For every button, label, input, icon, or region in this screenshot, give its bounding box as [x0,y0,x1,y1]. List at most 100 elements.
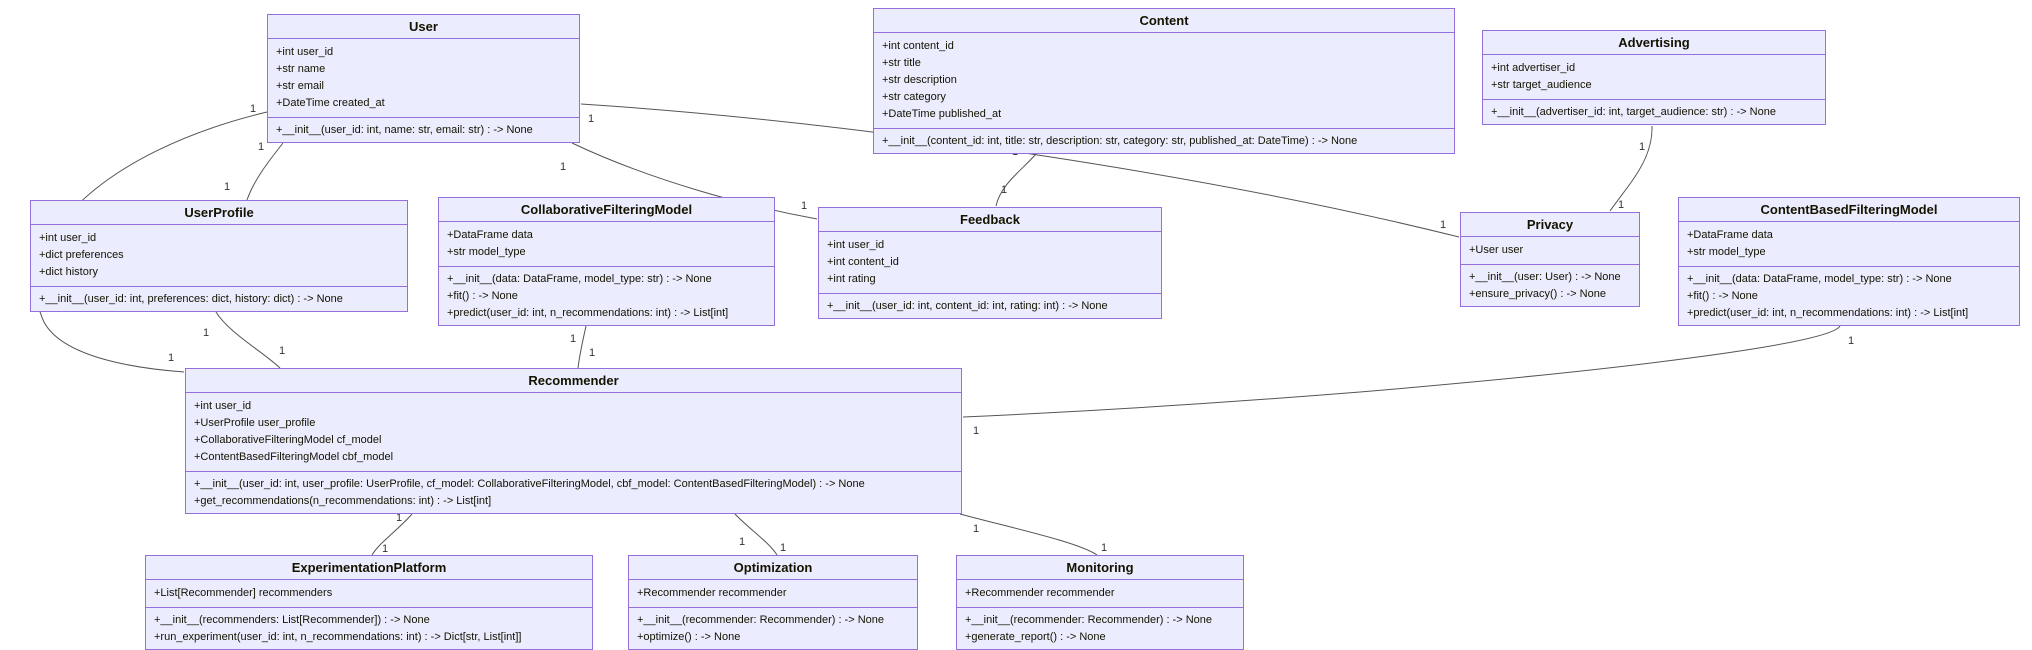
class-CollaborativeFilteringModel: CollaborativeFilteringModel+DataFrame da… [438,197,775,326]
class-title: Recommender [186,369,961,393]
relation-User-Feedback [571,142,818,220]
relation-UserProfile-Recommender [215,311,281,369]
class-title: Content [874,9,1454,33]
multiplicity-label: 1 [396,512,402,524]
class-methods: +__init__(advertiser_id: int, target_aud… [1483,99,1825,124]
class-attribute: +List[Recommender] recommenders [154,587,333,599]
multiplicity-label: 1 [1639,141,1645,153]
class-attribute: +dict preferences [39,249,124,261]
class-attribute: +Recommender recommender [965,587,1115,599]
class-method: +__init__(user: User) : -> None [1469,271,1621,283]
multiplicity-label: 1 [258,141,264,153]
class-methods: +__init__(user_id: int, name: str, email… [268,117,579,142]
class-attribute: +str title [882,57,921,69]
class-attributes: +int content_id+str title+str descriptio… [874,33,1454,128]
multiplicity-label: 1 [1101,542,1107,554]
class-attribute: +CollaborativeFilteringModel cf_model [194,434,382,446]
class-Monitoring: Monitoring+Recommender recommender+__ini… [956,555,1244,650]
class-method: +ensure_privacy() : -> None [1469,288,1606,300]
class-method: +predict(user_id: int, n_recommendations… [1687,307,1969,319]
class-title: ExperimentationPlatform [146,556,592,580]
class-method: +fit() : -> None [1687,290,1758,302]
class-attributes: +User user [1461,237,1639,264]
class-method: +generate_report() : -> None [965,631,1106,643]
class-method: +__init__(content_id: int, title: str, d… [882,135,1358,147]
class-title: User [268,15,579,39]
class-method: +__init__(user_id: int, content_id: int,… [827,300,1108,312]
class-ExperimentationPlatform: ExperimentationPlatform +List[Recommender… [145,555,593,650]
class-UserProfile: UserProfile+int user_id+dict preferences… [30,200,408,312]
relation-ContentBasedFilteringModel-Recommender [962,325,1841,418]
class-Recommender: Recommender +int user_id +UserProfile user… [185,368,962,514]
class-methods: +__init__(user: User) : -> None +ensure_p… [1461,264,1639,306]
relation-Recommender-Optimization [734,513,778,556]
multiplicity-label: 1 [1848,335,1854,347]
class-Optimization: Optimization +Recommender recommender +__i… [628,555,918,650]
class-method: +optimize() : -> None [637,631,741,643]
multiplicity-label: 1 [1618,199,1624,211]
class-attribute: +str target_audience [1491,79,1592,91]
class-methods: +__init__(recommenders: List[Recommender… [146,607,592,649]
class-method: +get_recommendations(n_recommendations: … [194,495,492,507]
relation-Recommender-ExperimentationPlatform [371,513,413,556]
class-attribute: +dict history [39,266,98,278]
multiplicity-label: 1 [279,345,285,357]
class-method: +fit() : -> None [447,290,518,302]
class-attributes: +int user_id+str name+str email+DateTime… [268,39,579,117]
class-attribute: +int user_id [194,400,252,412]
class-attribute: +str description [882,74,957,86]
class-methods: +__init__(user_id: int, preferences: dic… [31,286,407,311]
multiplicity-label: 1 [588,113,594,125]
multiplicity-label: 1 [250,103,256,115]
multiplicity-label: 1 [801,200,807,212]
multiplicity-label: 1 [780,542,786,554]
class-attributes: +DataFrame data +str model_type [1679,222,2019,266]
class-methods: +__init__(recommender: Recommender) : ->… [957,607,1243,649]
class-title: ContentBasedFilteringModel [1679,198,2019,222]
class-attribute: +int user_id [827,239,885,251]
class-title: UserProfile [31,201,407,225]
class-attribute: +Recommender recommender [637,587,787,599]
class-Content: Content+int content_id+str title+str des… [873,8,1455,154]
class-attribute: +str email [276,80,324,92]
class-methods: +__init__(data: DataFrame, model_type: s… [439,266,774,325]
class-title: Feedback [819,208,1161,232]
class-attribute: +ContentBasedFilteringModel cbf_model [194,451,394,463]
class-methods: +__init__(recommender: Recommender) : ->… [629,607,917,649]
class-method: +__init__(recommenders: List[Recommender… [154,614,430,626]
relation-Advertising-Privacy [1609,125,1653,212]
multiplicity-label: 1 [1440,219,1446,231]
multiplicity-label: 1 [382,543,388,555]
class-attribute: +UserProfile user_profile [194,417,316,429]
class-Privacy: Privacy+User user+__init__(user: User) :… [1460,212,1640,307]
class-method: +predict(user_id: int, n_recommendations… [447,307,729,319]
multiplicity-label: 1 [560,161,566,173]
multiplicity-label: 1 [168,352,174,364]
class-attributes: +int user_id+int content_id+int rating [819,232,1161,293]
class-methods: +__init__(user_id: int, user_profile: Us… [186,471,961,513]
class-attribute: +str model_type [1687,246,1766,258]
class-attribute: +int advertiser_id [1491,62,1576,74]
relation-CollaborativeFilteringModel-Recommender [577,325,587,369]
multiplicity-label: 1 [973,425,979,437]
relation-User-UserProfile [246,142,284,201]
multiplicity-label: 1 [203,327,209,339]
relation-User-Privacy [580,103,1460,238]
class-method: +run_experiment(user_id: int, n_recommen… [154,631,522,643]
class-attribute: +DataFrame data [447,229,533,241]
class-attributes: +Recommender recommender [957,580,1243,607]
class-attribute: +DataFrame data [1687,229,1773,241]
class-method: +__init__(data: DataFrame, model_type: s… [1687,273,1952,285]
class-method: +__init__(user_id: int, name: str, email… [276,124,533,136]
multiplicity-label: 1 [570,333,576,345]
class-title: Privacy [1461,213,1639,237]
class-method: +__init__(advertiser_id: int, target_aud… [1491,106,1776,118]
multiplicity-label: 1 [224,181,230,193]
multiplicity-label: 1 [739,536,745,548]
class-attributes: +List[Recommender] recommenders [146,580,592,607]
class-title: Optimization [629,556,917,580]
class-methods: +__init__(data: DataFrame, model_type: s… [1679,266,2019,325]
class-title: Advertising [1483,31,1825,55]
class-method: +__init__(recommender: Recommender) : ->… [637,614,885,626]
class-attributes: +int user_id+dict preferences+dict histo… [31,225,407,286]
